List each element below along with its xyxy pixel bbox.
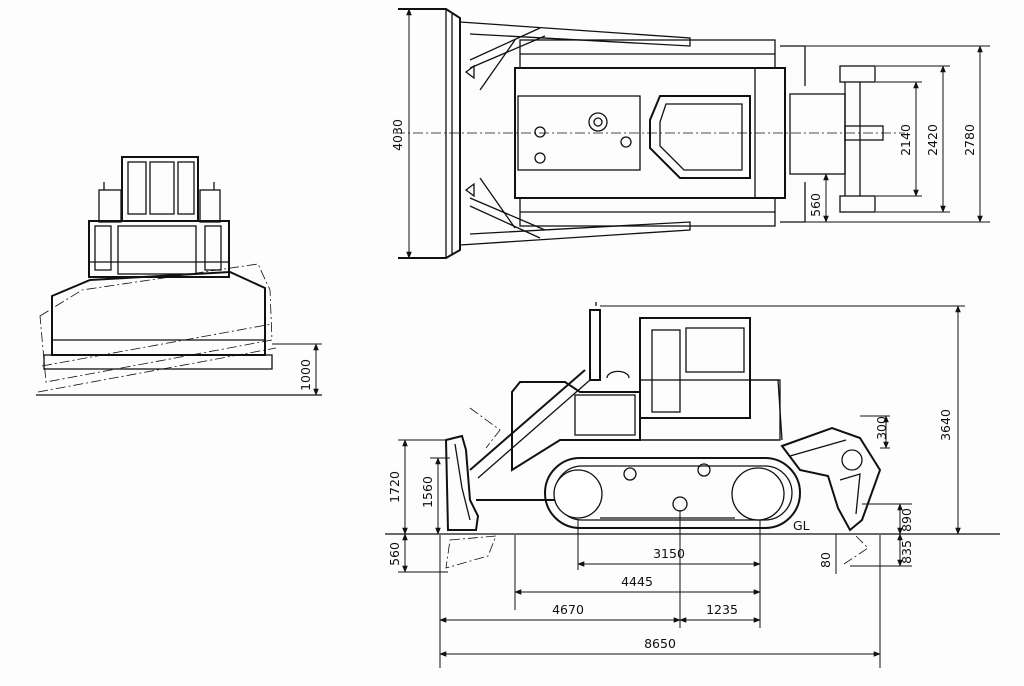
dim-track-gauge: 2140 <box>898 124 913 156</box>
dim-ripper-offset: 560 <box>808 193 823 217</box>
side-left-dims: 1720 1560 560 <box>387 439 450 573</box>
dim-4030: 4030 <box>390 8 442 259</box>
front-cab <box>98 156 221 223</box>
side-view: GL 3640 300 890 835 80 1720 <box>385 302 1000 668</box>
dim-raise: 1000 <box>298 359 313 391</box>
dim-blade-lift: 1720 <box>387 471 402 503</box>
front-blade-normal <box>43 270 273 370</box>
side-blade <box>444 369 591 569</box>
dim-sprocket-to-rear: 1235 <box>706 602 738 617</box>
top-push-arms <box>459 21 691 246</box>
side-cab <box>639 317 783 441</box>
dim-track-contact: 3150 <box>653 546 685 561</box>
side-body <box>511 302 641 472</box>
dim-560-top: 560 <box>790 173 838 223</box>
ground-label: GL <box>793 518 810 533</box>
dim-ripper-inner: 2420 <box>925 124 940 156</box>
dim-blade-height: 1560 <box>420 476 435 508</box>
idler <box>553 469 603 519</box>
front-body <box>88 220 230 278</box>
front-view: 1000 <box>36 156 322 396</box>
dim-grouser: 80 <box>818 552 833 568</box>
lift-cylinder <box>469 369 586 471</box>
top-ripper <box>789 65 884 213</box>
front-blade-tilted <box>37 263 277 393</box>
sprocket <box>731 467 785 521</box>
dim-front-to-sprocket: 4670 <box>552 602 584 617</box>
top-blade <box>398 8 461 259</box>
dim-ripper-depth: 835 <box>899 540 914 564</box>
dim-width: 4030 <box>390 119 405 151</box>
side-track <box>544 457 801 529</box>
side-right-dims: 3640 300 890 835 80 <box>600 305 965 574</box>
side-ripper <box>780 426 882 565</box>
dim-1000: 1000 <box>272 343 322 396</box>
dim-track-length: 4445 <box>621 574 653 589</box>
dim-height: 3640 <box>938 409 953 441</box>
dim-ripper-top: 300 <box>874 416 889 440</box>
dim-overall-length: 8650 <box>644 636 676 651</box>
dim-ripper-lift: 890 <box>899 508 914 532</box>
dim-ripper-outer: 2780 <box>962 124 977 156</box>
side-bottom-dims: 3150 4445 4670 1235 8650 <box>439 510 881 668</box>
top-view: 4030 2140 2420 2780 560 <box>390 8 990 259</box>
dim-blade-drop: 560 <box>387 542 402 566</box>
top-right-dims: 2140 2420 2780 <box>805 45 990 223</box>
top-body <box>514 45 806 223</box>
